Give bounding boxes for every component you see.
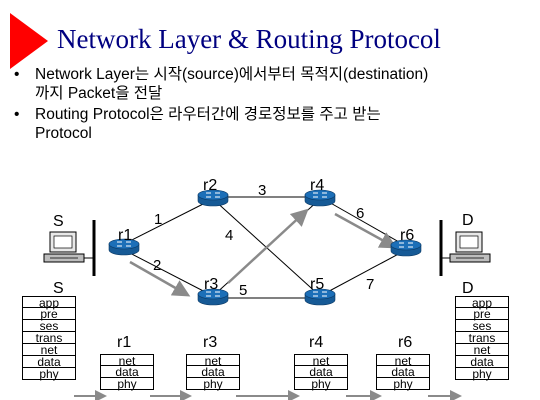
stack-layer: net	[187, 354, 239, 367]
router-icon-r6	[390, 239, 422, 257]
stack-layer: phy	[377, 378, 429, 390]
link-cost-label: 4	[225, 227, 234, 244]
stack-layer: data	[101, 366, 153, 378]
router-label-r2: r2	[203, 177, 218, 194]
stack-layer: phy	[456, 368, 508, 380]
stack-layer: data	[456, 356, 508, 368]
router-icon-r3	[197, 288, 229, 306]
protocol-stack-r4: net data phy	[294, 354, 348, 390]
router-label-r3: r3	[204, 276, 219, 293]
stack-layer: net	[295, 354, 347, 367]
bullet-routing-protocol: • Routing Protocol은 라우터간에 경로정보를 주고 받는 Pr…	[14, 105, 534, 143]
stack-layer: net	[23, 344, 75, 356]
router-icon-r5	[304, 288, 336, 306]
router-icon-r1	[108, 238, 140, 256]
link-r1-r3	[123, 249, 214, 297]
path-arrow	[129, 260, 191, 297]
bullet-text-line: 까지 Packet을 전달	[35, 85, 163, 102]
stack-layer: data	[295, 366, 347, 378]
stack-layer: phy	[101, 378, 153, 390]
router-label-r4: r4	[310, 177, 325, 194]
stack-layer: pre	[456, 308, 508, 320]
protocol-stack-r1: net data phy	[100, 354, 154, 390]
host-label-source: S	[53, 213, 64, 230]
title-arrow-icon	[10, 13, 48, 69]
stack-layer: net	[456, 344, 508, 356]
stack-layer: ses	[456, 320, 508, 332]
router-label-r6: r6	[400, 227, 415, 244]
router-icon-r4	[304, 189, 336, 207]
link-cost-label: 1	[154, 211, 163, 228]
bullet-network-layer: • Network Layer는 시작(source)에서부터 목적지(dest…	[14, 65, 534, 103]
stack-layer: net	[377, 354, 429, 367]
stack-layer: ses	[23, 320, 75, 332]
bullet-list: • Network Layer는 시작(source)에서부터 목적지(dest…	[14, 65, 534, 145]
link-r5-r6	[319, 249, 407, 297]
link-cost-label: 7	[366, 276, 375, 293]
stack-label-r4: r4	[309, 334, 324, 351]
path-arrow	[334, 212, 398, 249]
bullet-dot-icon: •	[14, 66, 20, 83]
stack-layer: app	[23, 296, 75, 309]
dest-computer-icon	[442, 231, 491, 263]
stack-layer: trans	[23, 332, 75, 344]
source-computer-icon	[43, 231, 94, 263]
stack-layer: phy	[187, 378, 239, 390]
protocol-stack-r6: net data phy	[376, 354, 430, 390]
stack-label-r6: r6	[398, 334, 413, 351]
host-label-dest: D	[462, 212, 474, 229]
stack-label-source: S	[53, 280, 64, 297]
stack-layer: data	[23, 356, 75, 368]
router-label-r5: r5	[310, 276, 325, 293]
stack-layer: data	[187, 366, 239, 378]
stack-layer: phy	[23, 368, 75, 380]
stack-label-r3: r3	[203, 334, 218, 351]
stack-layer: phy	[295, 378, 347, 390]
stack-layer: trans	[456, 332, 508, 344]
bullet-text-line: Network Layer는 시작(source)에서부터 목적지(destin…	[35, 66, 429, 83]
stack-label-dest: D	[462, 280, 474, 297]
stack-layer: net	[101, 354, 153, 367]
path-arrow	[227, 208, 309, 284]
router-label-r1: r1	[118, 227, 133, 244]
stack-layer: pre	[23, 308, 75, 320]
link-cost-label: 2	[153, 257, 162, 274]
protocol-stack-r3: net data phy	[186, 354, 240, 390]
link-cost-label: 3	[258, 182, 267, 199]
link-cost-label: 5	[239, 282, 248, 299]
path-arrows	[129, 208, 398, 297]
stack-layer: data	[377, 366, 429, 378]
page-title: Network Layer & Routing Protocol	[57, 24, 441, 54]
bullet-dot-icon: •	[14, 106, 20, 123]
stack-layer: app	[456, 296, 508, 309]
router-icon-r2	[197, 189, 229, 207]
protocol-stack-dest: app pre ses trans net data phy	[455, 296, 509, 380]
bullet-text-line: Routing Protocol은 라우터간에 경로정보를 주고 받는	[35, 106, 381, 123]
protocol-stack-source: app pre ses trans net data phy	[22, 296, 76, 380]
link-r1-r2	[123, 198, 214, 245]
stack-label-r1: r1	[117, 334, 132, 351]
link-cost-label: 6	[356, 205, 365, 222]
bullet-text-line: Protocol	[35, 125, 92, 142]
